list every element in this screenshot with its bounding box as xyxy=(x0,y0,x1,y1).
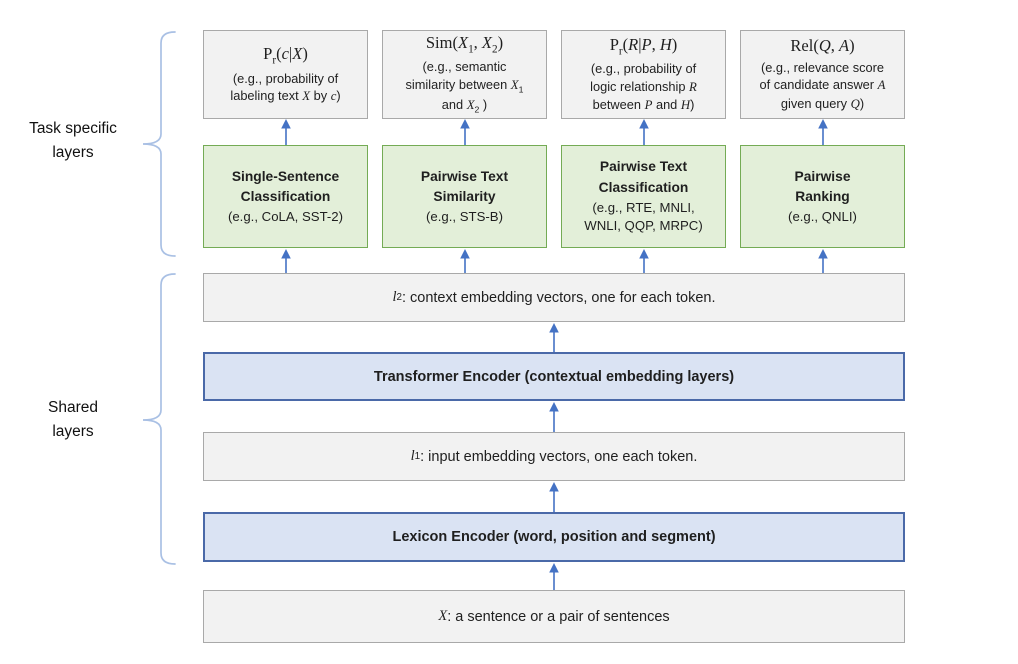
task-examples: (e.g., RTE, MNLI, WNLI, QQP, MRPC) xyxy=(584,199,703,234)
task-title: Pairwise Text Classification xyxy=(598,159,689,196)
output-box-sim-x1-x2: Sim(X1, X2) (e.g., semantic similarity b… xyxy=(382,30,547,119)
task-title: Pairwise Ranking xyxy=(794,168,851,205)
shared-box-lexicon-encoder: Lexicon Encoder (word, position and segm… xyxy=(203,512,905,562)
shared-box-transformer-encoder: Transformer Encoder (contextual embeddin… xyxy=(203,352,905,401)
formula-pr-r-p-h: Pr(R|P, H) xyxy=(609,35,678,58)
formula-rel-q-a: Rel(Q, A) xyxy=(790,36,855,56)
formula-sim-x1-x2: Sim(X1, X2) xyxy=(425,33,504,56)
up-arrow-icon xyxy=(638,119,649,145)
output-desc: (e.g., probability of labeling text X by… xyxy=(230,70,341,103)
output-desc: (e.g., probability of logic relationship… xyxy=(590,61,697,112)
up-arrow-icon xyxy=(459,249,470,273)
up-arrow-icon xyxy=(549,323,559,352)
task-row: Single-Sentence Classification (e.g., Co… xyxy=(203,145,905,248)
up-arrow-icon xyxy=(280,249,291,273)
formula-pr-c-x: Pr(c|X) xyxy=(263,44,308,67)
task-title: Single-Sentence Classification xyxy=(231,168,340,205)
up-arrow-icon xyxy=(459,119,470,145)
task-examples: (e.g., STS-B) xyxy=(426,208,503,224)
up-arrow-icon xyxy=(549,563,559,590)
shared-layers-brace xyxy=(142,273,176,565)
task-box-single-sentence-classification: Single-Sentence Classification (e.g., Co… xyxy=(203,145,368,248)
arrow-row-tasks-to-outputs xyxy=(203,119,905,145)
task-layers-brace xyxy=(142,31,176,257)
output-desc: (e.g., relevance score of candidate answ… xyxy=(759,60,886,111)
task-box-pairwise-text-similarity: Pairwise Text Similarity (e.g., STS-B) xyxy=(382,145,547,248)
up-arrow-icon xyxy=(817,119,828,145)
task-box-pairwise-ranking: Pairwise Ranking (e.g., QNLI) xyxy=(740,145,905,248)
up-arrow-icon xyxy=(638,249,649,273)
output-box-rel-q-a: Rel(Q, A) (e.g., relevance score of cand… xyxy=(740,30,905,119)
output-desc: (e.g., semantic similarity between X1 an… xyxy=(405,59,524,115)
arrow-row-l2-to-tasks xyxy=(203,249,905,273)
label-shared-layers: Shared layers xyxy=(48,399,98,441)
task-box-pairwise-text-classification: Pairwise Text Classification (e.g., RTE,… xyxy=(561,145,726,248)
output-row: Pr(c|X) (e.g., probability of labeling t… xyxy=(203,30,905,119)
up-arrow-icon xyxy=(817,249,828,273)
up-arrow-icon xyxy=(549,402,559,432)
up-arrow-icon xyxy=(549,482,559,512)
task-examples: (e.g., CoLA, SST-2) xyxy=(227,208,344,224)
label-task-specific-layers: Task specific layers xyxy=(29,120,117,162)
input-box-sentence-x: X: a sentence or a pair of sentences xyxy=(203,590,905,643)
up-arrow-icon xyxy=(280,119,291,145)
task-examples: (e.g., QNLI) xyxy=(788,208,857,224)
output-box-pr-c-x: Pr(c|X) (e.g., probability of labeling t… xyxy=(203,30,368,119)
task-title: Pairwise Text Similarity xyxy=(420,168,509,205)
output-box-pr-r-p-h: Pr(R|P, H) (e.g., probability of logic r… xyxy=(561,30,726,119)
